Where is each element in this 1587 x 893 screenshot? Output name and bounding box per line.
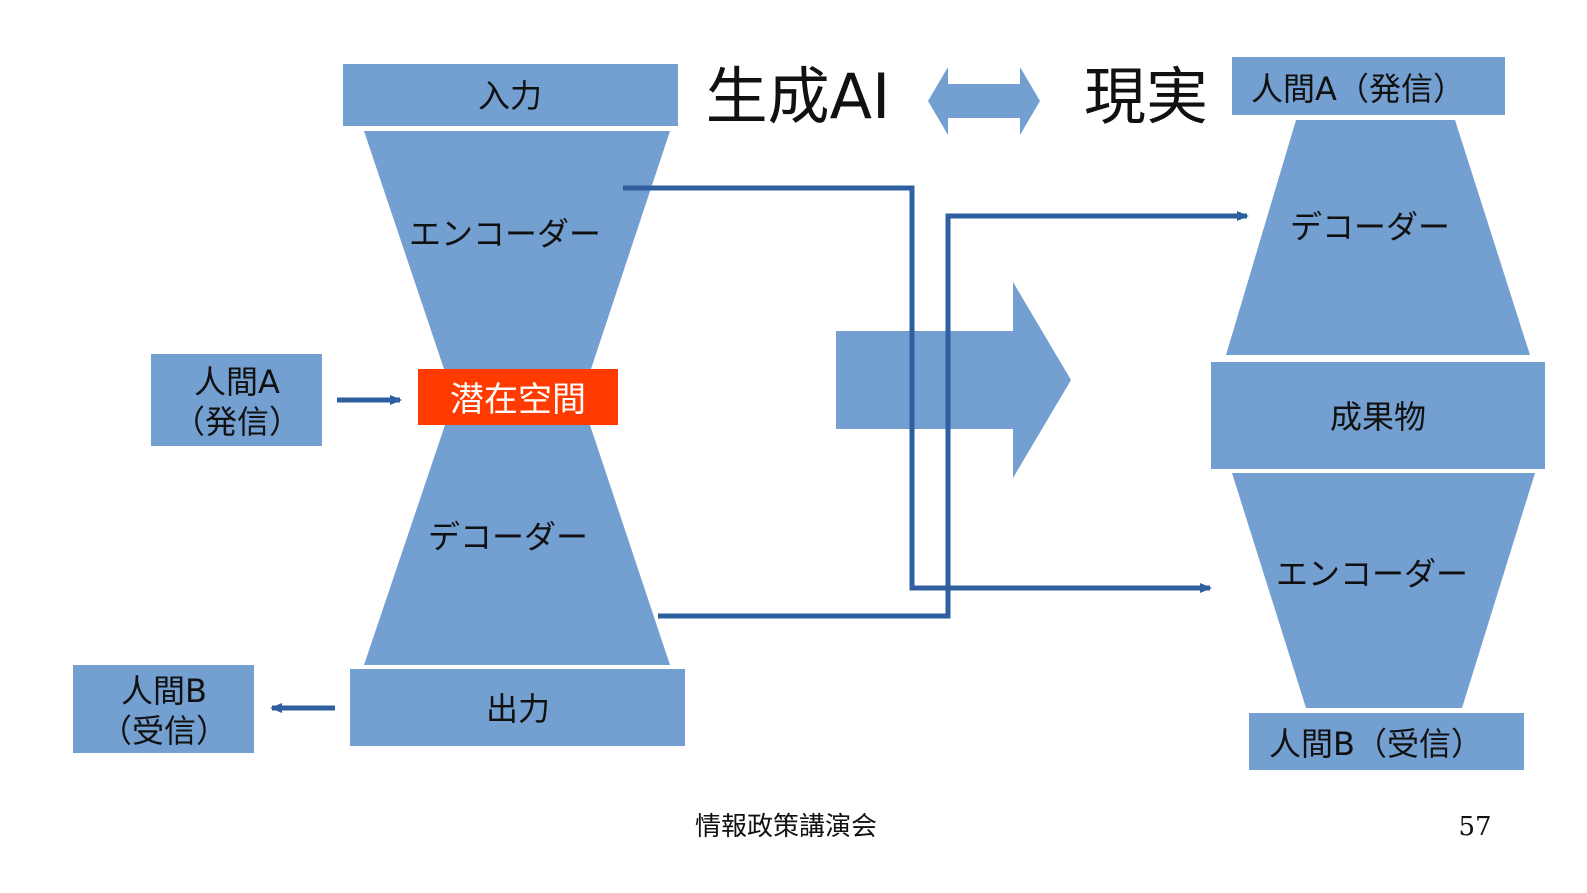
left-receiver-line1: 人間B: [121, 672, 207, 710]
left-encoder-shape: [364, 131, 670, 372]
right-receiver-box: [1249, 713, 1524, 770]
right-decoder-label: デコーダー: [1290, 208, 1450, 246]
right-sender-box: [1232, 57, 1505, 115]
right-sender-label: 人間A（発信）: [1251, 70, 1465, 108]
left-input-box: [343, 64, 678, 126]
left-decoder-shape: [364, 425, 670, 665]
left-receiver-box: [73, 665, 254, 753]
left-decoder-label: デコーダー: [428, 518, 588, 556]
encoder-to-encoder-connector: [623, 185, 1212, 593]
right-product-box: [1211, 362, 1545, 469]
page-number: 57: [1458, 812, 1491, 842]
footer-title: 情報政策講演会: [695, 812, 877, 842]
double-arrow-icon: [928, 67, 1040, 135]
left-sender-line1: 人間A: [194, 363, 280, 401]
latent-space-label: 潜在空間: [450, 380, 586, 420]
left-encoder-label: エンコーダー: [409, 215, 601, 253]
right-receiver-label: 人間B（受信）: [1269, 725, 1483, 763]
right-encoder-label: エンコーダー: [1276, 555, 1468, 593]
right-decoder-shape: [1226, 120, 1530, 355]
left-output-label: 出力: [486, 690, 550, 728]
generative-ai-title: 生成AI: [706, 60, 891, 133]
right-encoder-shape: [1232, 473, 1535, 708]
left-sender-line2: （発信）: [173, 403, 301, 441]
left-sender-box: [151, 354, 322, 446]
big-right-arrow-icon: [836, 282, 1071, 478]
latent-space-box: [418, 369, 618, 425]
left-input-label: 入力: [478, 77, 542, 115]
decoder-to-decoder-connector: [658, 211, 1249, 619]
right-product-label: 成果物: [1330, 398, 1426, 436]
left-receiver-line2: （受信）: [100, 712, 228, 750]
left-output-box: [350, 669, 685, 746]
reality-title: 現実: [1084, 60, 1208, 133]
